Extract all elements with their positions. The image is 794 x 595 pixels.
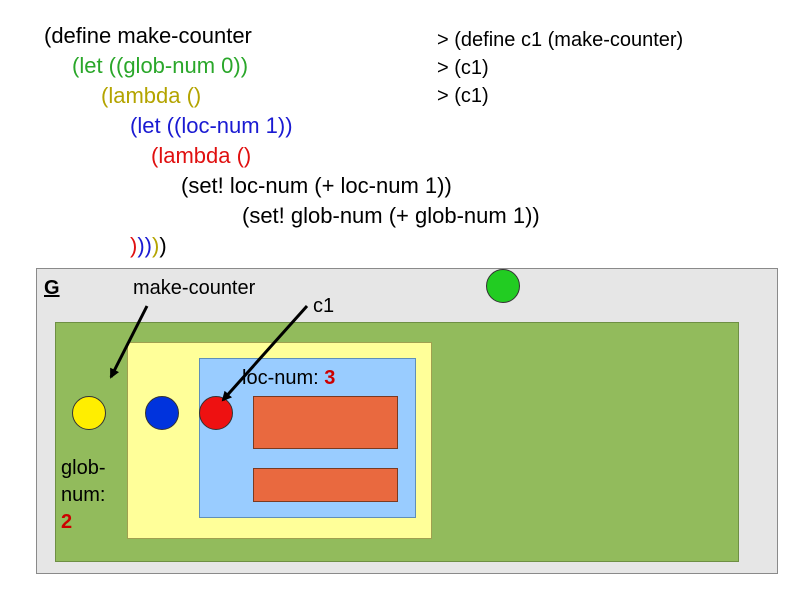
green-procedure-dot bbox=[486, 269, 520, 303]
code-line-define: (define make-counter bbox=[44, 23, 252, 48]
code-line-lambda-inner: (lambda () bbox=[151, 143, 252, 168]
code-line-let-outer: (let ((glob-num 0)) bbox=[72, 53, 249, 78]
code-line-closing-parens: ))))) bbox=[130, 233, 167, 258]
procedure-code-box-bottom bbox=[253, 468, 398, 502]
c1-arrow bbox=[221, 305, 309, 402]
make-counter-label: make-counter bbox=[133, 277, 256, 299]
repl-line-define-c1: > (define c1 (make-counter) bbox=[437, 29, 684, 51]
c1-label: c1 bbox=[313, 295, 335, 317]
red-procedure-dot bbox=[199, 396, 233, 430]
glob-num-label-line2: num: bbox=[61, 484, 106, 506]
loc-num-binding: loc-num: 3 bbox=[242, 367, 336, 389]
glob-num-value: 2 bbox=[61, 511, 73, 533]
code-line-lambda-outer: (lambda () bbox=[101, 83, 202, 108]
blue-procedure-dot bbox=[145, 396, 179, 430]
repl-line-call-2: > (c1) bbox=[437, 85, 489, 107]
code-line-set-glob: (set! glob-num (+ glob-num 1)) bbox=[242, 203, 540, 228]
code-line-let-inner: (let ((loc-num 1)) bbox=[130, 113, 293, 138]
repl-line-call-1: > (c1) bbox=[437, 57, 489, 79]
code-line-set-loc: (set! loc-num (+ loc-num 1)) bbox=[181, 173, 452, 198]
procedure-code-box-top bbox=[253, 396, 398, 449]
yellow-procedure-dot bbox=[72, 396, 106, 430]
global-env-label: G bbox=[44, 277, 60, 299]
make-counter-arrow bbox=[109, 305, 149, 379]
glob-num-label-line1: glob- bbox=[61, 457, 106, 479]
